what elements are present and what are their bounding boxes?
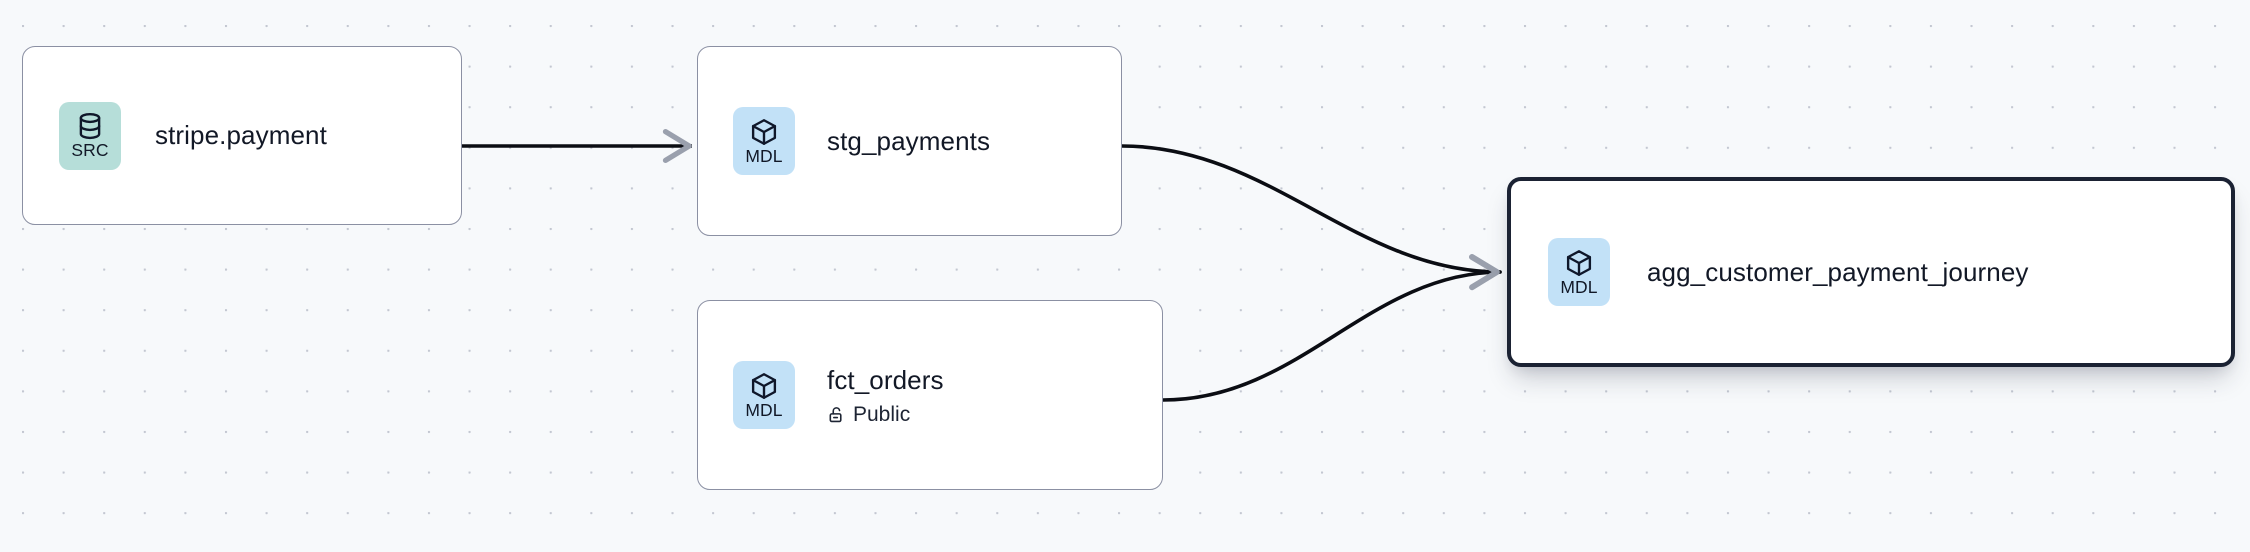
node-title: stg_payments: [827, 125, 991, 156]
node-title: agg_customer_payment_journey: [1647, 256, 2029, 287]
database-icon: [79, 113, 101, 140]
node-body: fct_orders Public: [827, 365, 944, 425]
node-visibility: Public: [827, 404, 944, 425]
badge-mdl-label: MDL: [745, 399, 783, 420]
node-body: agg_customer_payment_journey: [1647, 257, 2028, 288]
edge-stg-to-agg: [1120, 144, 1502, 290]
badge-src-label: SRC: [71, 140, 109, 161]
node-visibility-label: Public: [853, 402, 911, 426]
node-title: fct_orders: [827, 365, 944, 396]
node-body: stripe.payment: [155, 120, 327, 151]
node-fct-orders[interactable]: MDL fct_orders Public: [697, 300, 1163, 490]
node-title: stripe.payment: [155, 120, 327, 151]
node-body: stg_payments: [827, 126, 990, 157]
node-agg-customer-payment-journey[interactable]: MDL agg_customer_payment_journey: [1507, 177, 2235, 367]
node-stg-payments[interactable]: MDL stg_payments: [697, 46, 1122, 236]
unlock-icon: [829, 406, 842, 423]
badge-mdl: MDL: [733, 361, 795, 429]
badge-mdl-label: MDL: [745, 145, 783, 166]
badge-src: SRC: [59, 101, 121, 170]
cube-icon: [751, 118, 777, 145]
cube-icon: [751, 372, 777, 399]
cube-icon: [1566, 249, 1592, 276]
badge-mdl: MDL: [733, 107, 795, 175]
badge-mdl-label: MDL: [1560, 276, 1598, 297]
badge-mdl: MDL: [1548, 238, 1610, 306]
edge-fct-to-agg: [1161, 254, 1502, 402]
node-stripe-payment[interactable]: SRC stripe.payment: [22, 46, 462, 225]
